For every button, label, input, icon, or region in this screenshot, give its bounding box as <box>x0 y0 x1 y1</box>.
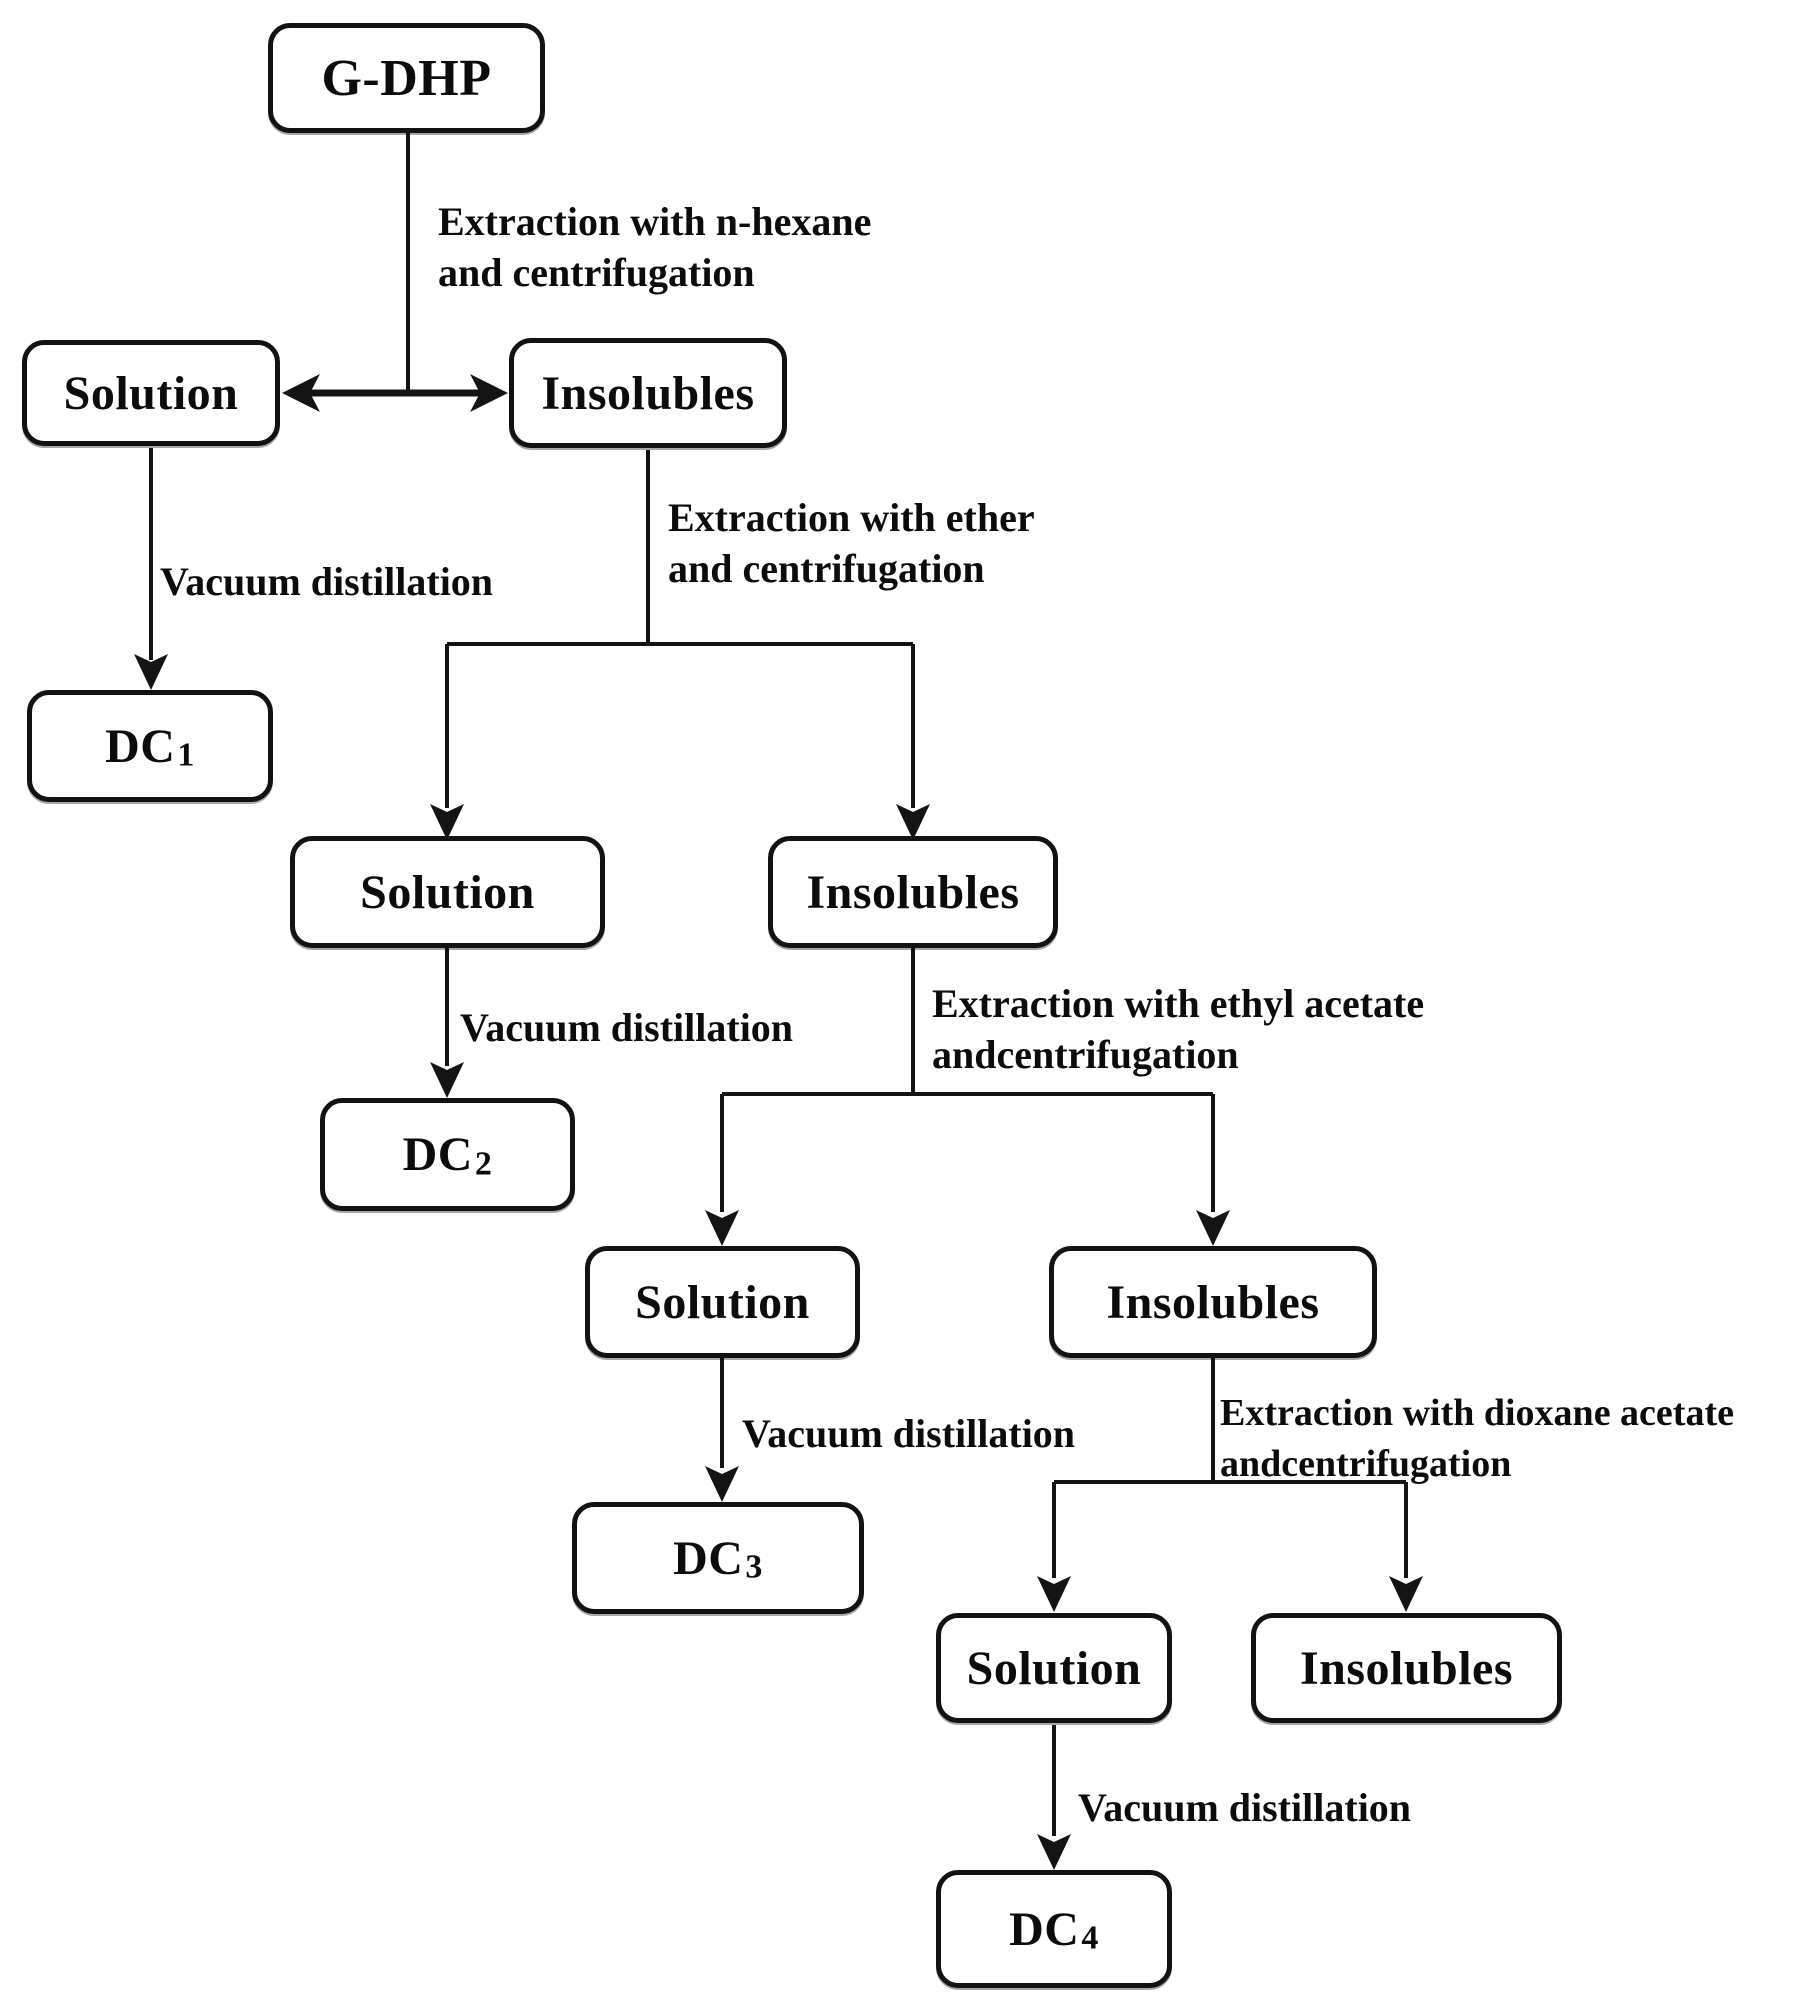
edge-label-hexane-line1: Extraction with n-hexane <box>438 199 872 244</box>
node-insolubles-3-label: Insolubles <box>1106 1275 1320 1329</box>
node-dc3-label: DC <box>673 1531 744 1585</box>
arrowhead-down-solution4-icon <box>1037 1576 1071 1612</box>
edge-label-ether-line2: and centrifugation <box>668 546 985 591</box>
node-g-dhp-label: G-DHP <box>321 49 492 107</box>
node-insolubles-1: Insolubles <box>509 338 787 448</box>
arrowhead-left-icon <box>282 374 320 412</box>
edge-label-hexane-line2: and centrifugation <box>438 250 755 295</box>
node-dc1-label: DC <box>105 719 176 773</box>
node-g-dhp: G-DHP <box>268 23 545 133</box>
arrowhead-down-solution3-icon <box>705 1210 739 1246</box>
edge-split4 <box>1052 1358 1408 1578</box>
edge-label-vacuum-2-line1: Vacuum distillation <box>460 1005 794 1050</box>
arrowhead-down-solution2-icon <box>430 804 464 840</box>
node-insolubles-2-label: Insolubles <box>806 865 1020 919</box>
edge-label-ethyl-acetate-line1: Extraction with ethyl acetate <box>932 981 1425 1026</box>
edge-label-vacuum-1-line1: Vacuum distillation <box>160 559 494 604</box>
node-insolubles-1-label: Insolubles <box>541 366 755 420</box>
node-insolubles-4-label: Insolubles <box>1299 1641 1514 1695</box>
node-dc3-subscript: 3 <box>745 1548 763 1586</box>
node-insolubles-4: Insolubles <box>1251 1613 1562 1723</box>
edge-label-vacuum-3-line1: Vacuum distillation <box>742 1411 1076 1456</box>
arrowhead-down-dc2-icon <box>430 1062 464 1098</box>
edge-label-dioxane-line2: andcentrifugation <box>1220 1443 1512 1485</box>
node-solution-2: Solution <box>290 836 605 948</box>
node-insolubles-2: Insolubles <box>768 836 1058 948</box>
arrowhead-down-dc4-icon <box>1037 1834 1071 1870</box>
arrowhead-down-insolubles3-icon <box>1196 1210 1230 1246</box>
edge-label-ether: Extraction with ether and centrifugation <box>668 492 1035 594</box>
node-dc2-label: DC <box>402 1128 473 1181</box>
arrowhead-down-dc3-icon <box>705 1466 739 1502</box>
edge-label-vacuum-4-line1: Vacuum distillation <box>1078 1785 1412 1830</box>
edge-split2 <box>445 450 915 808</box>
edge-label-dioxane: Extraction with dioxane acetate andcentr… <box>1220 1388 1734 1490</box>
arrowhead-down-insolubles2-icon <box>896 804 930 840</box>
node-solution-4-label: Solution <box>966 1641 1142 1695</box>
edge-label-ethyl-acetate-line2: andcentrifugation <box>932 1032 1239 1077</box>
node-solution-3: Solution <box>585 1246 860 1358</box>
node-solution-1-label: Solution <box>63 366 239 420</box>
node-dc1-subscript: 1 <box>177 736 195 774</box>
edge-split3 <box>720 948 1215 1212</box>
arrowhead-down-dc1-icon <box>134 654 168 690</box>
node-dc4-subscript: 4 <box>1081 1919 1099 1957</box>
edge-label-vacuum-4: Vacuum distillation <box>1078 1782 1411 1833</box>
node-solution-2-label: Solution <box>360 865 535 919</box>
edge-lines <box>149 133 1408 1836</box>
node-solution-1: Solution <box>22 340 280 446</box>
arrowhead-down-insolubles4-icon <box>1389 1576 1423 1612</box>
edge-label-vacuum-1: Vacuum distillation <box>160 556 493 607</box>
node-solution-4: Solution <box>936 1613 1172 1723</box>
arrowheads <box>134 374 1423 1870</box>
edge-label-hexane: Extraction with n-hexane and centrifugat… <box>438 196 871 298</box>
node-dc4-label: DC <box>1009 1902 1080 1956</box>
node-solution-3-label: Solution <box>635 1275 810 1329</box>
arrowhead-right-icon <box>470 374 508 412</box>
edge-label-vacuum-2: Vacuum distillation <box>460 1002 793 1053</box>
edge-label-ethyl-acetate: Extraction with ethyl acetate andcentrif… <box>932 978 1424 1080</box>
node-dc2-subscript: 2 <box>474 1145 493 1183</box>
node-insolubles-3: Insolubles <box>1049 1246 1377 1358</box>
edge-label-vacuum-3: Vacuum distillation <box>742 1408 1075 1459</box>
edge-label-dioxane-line1: Extraction with dioxane acetate <box>1220 1392 1734 1434</box>
edge-label-ether-line1: Extraction with ether <box>668 495 1035 540</box>
